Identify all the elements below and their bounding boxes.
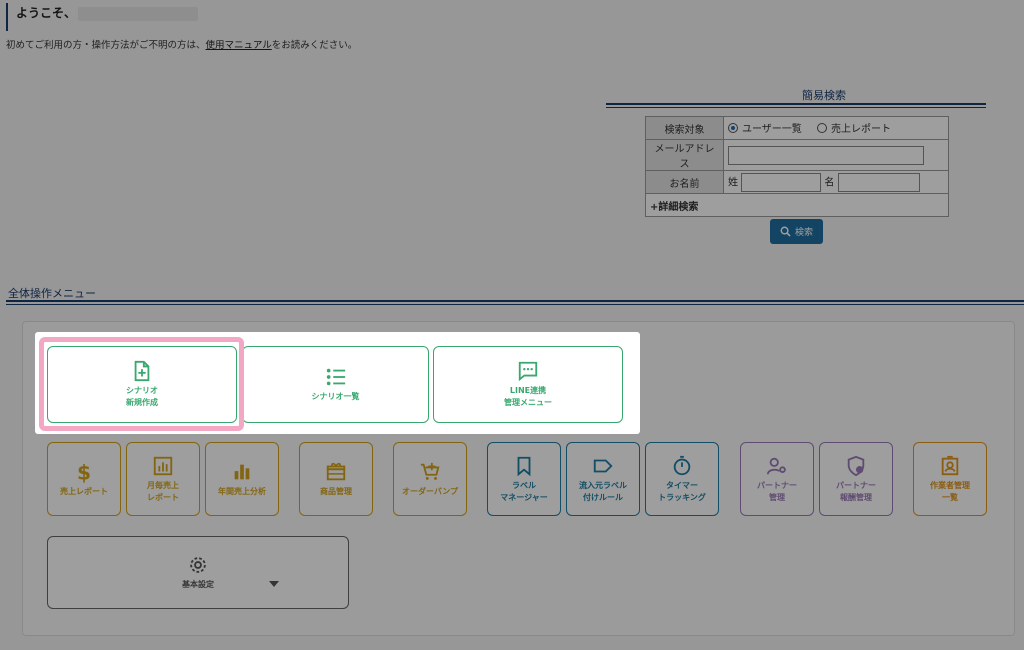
intro-before: 初めてご利用の方・操作方法がご不明の方は、 [6,40,206,51]
id-card-icon [941,455,959,475]
tag-icon [593,459,613,472]
tile-label: 基本設定 [182,580,214,589]
first-name-input[interactable] [837,172,920,192]
advanced-search-link[interactable]: +詳細検索 [645,193,949,217]
first-name-label: 名 [824,177,835,188]
tile-label: ラベル マネージャー [500,480,548,502]
last-name-input[interactable] [741,172,822,192]
chat-bubble-icon [518,361,538,382]
bookmark-icon [517,456,531,476]
tile-scenario-create[interactable]: シナリオ 新規作成 [47,346,237,423]
radio-selected-icon [728,122,738,133]
radio-sales-label: 売上レポート [831,124,891,136]
tile-label: 商品管理 [320,486,352,496]
quick-search-title: 簡易検索 [802,89,846,102]
gear-icon [190,557,206,573]
list-icon [326,368,345,386]
tile-line-integration[interactable]: LINE連携 管理メニュー [433,346,623,423]
last-name-label: 姓 [728,177,738,188]
radio-sales[interactable]: 売上レポート [817,120,891,135]
email-input[interactable] [728,145,924,165]
quick-search-divider [606,103,986,108]
name-label: お名前 [645,170,724,194]
tile-partner-reward[interactable]: パートナー 報酬管理 [819,442,893,516]
search-icon [780,226,791,237]
file-plus-icon [134,360,150,382]
tile-label: 作業者管理 一覧 [930,480,970,502]
gift-box-icon [326,462,346,480]
dollar-icon: $ [77,461,91,483]
tile-timer-tracking[interactable]: タイマー トラッキング [645,442,719,516]
column-chart-icon [234,464,250,479]
tile-label-manager[interactable]: ラベル マネージャー [487,442,561,516]
tile-label: シナリオ 新規作成 [126,386,158,407]
tile-basic-settings[interactable]: 基本設定 [47,536,349,609]
tile-worker-list[interactable]: 作業者管理 一覧 [913,442,987,516]
tile-annual-analysis[interactable]: 年間売上分析 [205,442,279,516]
masked-username [78,6,199,21]
tile-label: LINE連携 管理メニュー [504,386,552,407]
tile-label: タイマー トラッキング [658,480,706,502]
shield-user-icon [847,455,865,476]
menu-title: 全体操作メニュー [8,287,96,300]
highlight-frame [39,337,244,431]
search-button-label: 検索 [794,228,813,238]
tile-monthly-report[interactable]: 月毎売上 レポート [126,442,200,516]
tile-label: 売上レポート [60,486,108,496]
intro-text: 初めてご利用の方・操作方法がご不明の方は、使用マニュアルをお読みください。 [6,37,357,51]
radio-users[interactable]: ユーザー一覧 [728,120,802,135]
intro-after: をお読みください。 [271,40,358,51]
svg-text:$: $ [77,461,91,483]
tile-sales-report[interactable]: $ 売上レポート [47,442,121,516]
radio-unselected-icon [817,122,827,133]
stopwatch-icon [673,455,691,475]
tile-order-bump[interactable]: オーダーバンプ [393,442,467,516]
tile-label: シナリオ一覧 [311,392,360,401]
cart-plus-icon [420,462,440,480]
tile-inflow-label-rule[interactable]: 流入元ラベル 付けルール [566,442,640,516]
quick-search-form: 検索対象 ユーザー一覧 売上レポート メールアドレス お名前 姓 名 +詳細検索 [645,116,949,217]
tile-partner-management[interactable]: パートナー 管理 [740,442,814,516]
user-gear-icon [766,457,786,474]
bar-chart-icon [153,456,173,475]
menu-divider [6,300,1024,305]
tile-product-management[interactable]: 商品管理 [299,442,373,516]
tile-label: パートナー 管理 [757,480,797,502]
tile-label: 月毎売上 レポート [147,480,179,502]
radio-users-label: ユーザー一覧 [742,124,802,136]
tile-label: 年間売上分析 [218,486,266,496]
tile-label: 流入元ラベル 付けルール [579,480,627,502]
tile-label: オーダーバンプ [401,486,459,496]
welcome-text: ようこそ、 [16,6,77,20]
caret-down-icon[interactable] [269,581,279,587]
tile-scenario-list[interactable]: シナリオ一覧 [242,346,429,423]
tile-label: パートナー 報酬管理 [836,480,876,502]
welcome-heading: ようこそ、 [6,3,406,31]
manual-link[interactable]: 使用マニュアル [205,40,272,51]
search-button[interactable]: 検索 [770,219,823,244]
